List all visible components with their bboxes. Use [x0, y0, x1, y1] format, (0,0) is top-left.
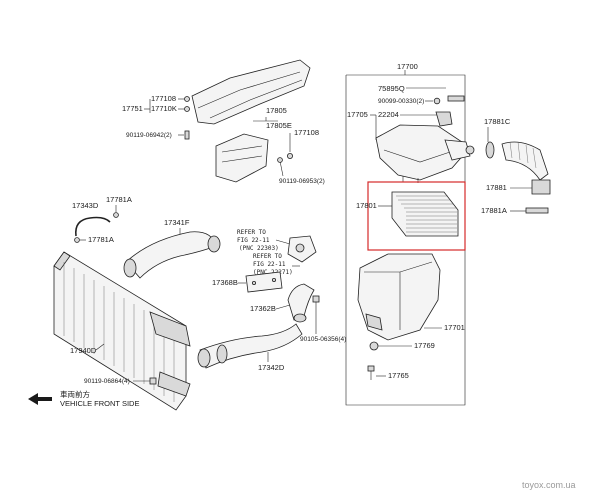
- air-cleaner-assembly-group: 17700 75895Q 90099-00330(2) 17705 22204 …: [345, 62, 475, 406]
- nut-177108-mid: [286, 152, 293, 159]
- ref-note-2-line2: FIG 22-11: [253, 261, 286, 268]
- outlet-pipe-group: 17362B 90105-06356(4): [250, 283, 346, 343]
- filter-pleats: [396, 195, 457, 233]
- part-label-17710k[interactable]: 17710K: [151, 104, 177, 113]
- ref-note-1-line1: REFER TO: [237, 229, 266, 236]
- hose-clamp: [485, 141, 495, 159]
- part-label-17751[interactable]: 17751: [122, 104, 143, 113]
- inlet-hose-end-right: [207, 235, 221, 253]
- clamp-17781a-bottom: [74, 237, 80, 243]
- part-label-17801[interactable]: 17801: [356, 201, 377, 210]
- front-side-native-label: 車両前方: [60, 389, 90, 399]
- part-label-90099-00330[interactable]: 90099-00330(2): [378, 98, 424, 105]
- bracket-17368b-group: 17368B: [212, 271, 283, 293]
- outlet-hose-clamp: [216, 344, 228, 364]
- inlet-hose-group: 17341F: [123, 218, 221, 279]
- intercooler-inlet-tank: [149, 311, 191, 347]
- intercooler-outlet-tank: [157, 371, 191, 397]
- part-label-177108-top[interactable]: 177108: [151, 94, 176, 103]
- part-label-17368b[interactable]: 17368B: [212, 278, 238, 287]
- throttle-body-bore: [295, 243, 305, 253]
- reference-notes: REFER TO FIG 22-11 (PNC 22303) REFER TO …: [237, 229, 317, 276]
- part-label-17769[interactable]: 17769: [414, 341, 435, 350]
- case-bracket: [365, 313, 383, 331]
- outlet-ring: [465, 145, 475, 155]
- air-cleaner-case: [357, 253, 441, 341]
- ref-note-1-line3: (PNC 22303): [239, 245, 279, 252]
- bolt-17765: [367, 365, 375, 372]
- grommet-17710k: [184, 106, 190, 112]
- part-label-17805e[interactable]: 17805E: [266, 121, 292, 130]
- hose-ribs: [509, 141, 537, 169]
- vacuum-hose: [74, 216, 111, 237]
- intake-hose: [501, 141, 549, 181]
- part-label-17343d[interactable]: 17343D: [72, 201, 99, 210]
- label-plate: [447, 95, 465, 102]
- part-label-17342d[interactable]: 17342D: [258, 363, 285, 372]
- grommet: [369, 341, 379, 351]
- part-label-90119-06864[interactable]: 90119-06864(4): [84, 378, 130, 385]
- part-label-17765[interactable]: 17765: [388, 371, 409, 380]
- intercooler-outlet-hose: [199, 323, 303, 369]
- watermark: toyox.com.ua: [522, 480, 576, 490]
- clip: [433, 97, 441, 105]
- cap-outlet: [444, 139, 471, 161]
- intake-hose-group: 17881C 17881 17881A: [481, 117, 551, 215]
- air-filter-element: [391, 191, 459, 237]
- filter-highlight-box: [367, 181, 466, 251]
- outlet-hose-group: 17342D: [197, 323, 303, 372]
- part-label-17940d[interactable]: 17940D: [70, 346, 97, 355]
- part-label-17341f[interactable]: 17341F: [164, 218, 190, 227]
- outlet-pipe-end: [293, 313, 307, 323]
- part-label-17781a-top[interactable]: 17781A: [106, 195, 132, 204]
- clamp-17781a-top: [113, 212, 119, 218]
- inlet-duct-group: 177108 17751 17710K 90119-06942(2) 17805…: [122, 59, 325, 185]
- air-inlet-duct: [191, 59, 311, 125]
- ref-note-2-line1: REFER TO: [253, 253, 282, 260]
- part-label-17362b[interactable]: 17362B: [250, 304, 276, 313]
- front-side-label: VEHICLE FRONT SIDE: [60, 399, 139, 408]
- vehicle-front-indicator: 車両前方 VEHICLE FRONT SIDE: [28, 389, 139, 408]
- bolt-90119-06942: [184, 130, 190, 140]
- hose-bracket-17368b: [245, 271, 283, 293]
- part-label-75895q[interactable]: 75895Q: [378, 84, 405, 93]
- intake-resonator: [215, 133, 269, 183]
- bolt-90119-06864-group: 90119-06864(4): [84, 377, 157, 385]
- left-arrow-icon: [28, 393, 52, 405]
- part-label-17705[interactable]: 17705: [347, 110, 368, 119]
- part-label-17700[interactable]: 17700: [397, 62, 418, 71]
- ref-note-1-line2: FIG 22-11: [237, 237, 270, 244]
- outlet-hose-end-left: [197, 348, 211, 368]
- part-label-90119-06942[interactable]: 90119-06942(2): [126, 132, 172, 139]
- part-label-17781a-bottom[interactable]: 17781A: [88, 235, 114, 244]
- part-label-17701[interactable]: 17701: [444, 323, 465, 332]
- bolt-17765-group: 17765: [367, 365, 409, 380]
- part-label-177108-mid[interactable]: 177108: [294, 128, 319, 137]
- intercooler-outlet-pipe: [287, 283, 315, 321]
- part-label-90105-06356[interactable]: 90105-06356(4): [300, 336, 346, 343]
- vacuum-hose-group: 17343D 17781A 17781A: [72, 195, 132, 244]
- air-flow-sensor: [435, 111, 453, 127]
- bolt-90119-06864: [149, 377, 157, 385]
- part-label-17881[interactable]: 17881: [486, 183, 507, 192]
- bolt-90105: [312, 295, 320, 303]
- air-cleaner-cap: [375, 124, 467, 181]
- part-label-17881a[interactable]: 17881A: [481, 206, 507, 215]
- nut-177108-top: [184, 96, 190, 102]
- inlet-hose-end-left: [123, 258, 137, 278]
- part-label-22204[interactable]: 22204: [378, 110, 399, 119]
- part-label-90119-06953[interactable]: 90119-06953(2): [279, 178, 325, 185]
- hose-clip: [525, 207, 549, 214]
- assembly-frame: [345, 74, 466, 406]
- intercooler-inlet-hose: [125, 231, 217, 279]
- intercooler-group: 17940D: [53, 251, 191, 411]
- part-label-17805[interactable]: 17805: [266, 106, 287, 115]
- part-label-17881c[interactable]: 17881C: [484, 117, 511, 126]
- bolt-90119-06953: [277, 157, 283, 163]
- hose-duct: [531, 179, 551, 195]
